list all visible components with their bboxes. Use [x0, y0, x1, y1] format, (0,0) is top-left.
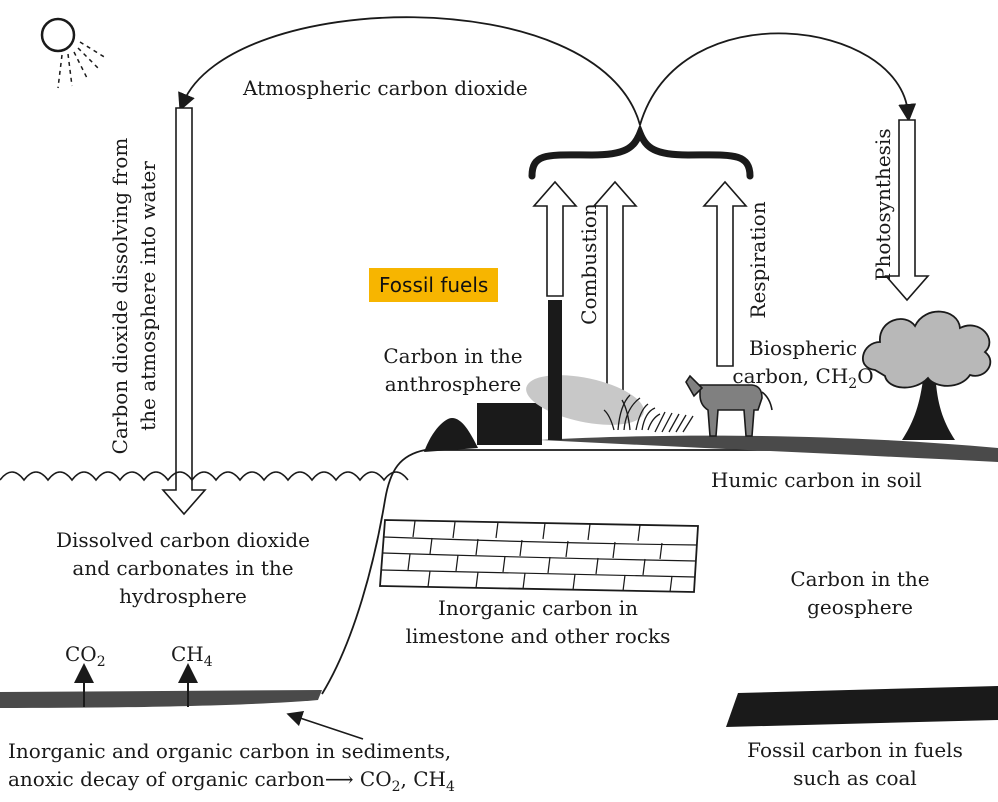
biospheric-formula-prefix: carbon, CH [732, 364, 849, 388]
label-respiration: Respiration [746, 201, 770, 319]
grass-icon [603, 394, 694, 433]
label-photosynthesis: Photosynthesis [871, 128, 895, 281]
label-humic: Humic carbon in soil [711, 468, 922, 492]
sediments-co2: CO [353, 767, 392, 791]
label-sediments: Inorganic and organic carbon in sediment… [8, 737, 455, 795]
limestone-rock [379, 519, 699, 593]
arrow-photosynthesis [884, 119, 930, 302]
sediments-ch4: , CH [400, 767, 446, 791]
coal-deposit [726, 686, 998, 727]
biospheric-formula-suffix: O [857, 364, 874, 388]
ch4-base: CH [171, 642, 204, 666]
label-dissolving: Carbon dioxide dissolving from the atmos… [108, 137, 160, 455]
label-hydrosphere: Dissolved carbon dioxide and carbonates … [55, 528, 310, 608]
sediment-pointer [286, 710, 364, 740]
factory-icon [477, 403, 542, 445]
label-atmosphere: Atmospheric carbon dioxide [243, 76, 528, 100]
sun-icon [40, 17, 107, 89]
label-sediments-line2: anoxic decay of organic carbon⟶ CO2, CH4 [8, 765, 455, 795]
tree-icon [862, 310, 992, 440]
label-fossil-fuels: Fossil fuels [369, 268, 499, 302]
label-geosphere: Carbon in the geosphere [790, 567, 930, 619]
arrow-atmosphere-to-water [178, 16, 641, 126]
sediments-co2-sub: 2 [391, 779, 401, 795]
arrow-respiration [702, 180, 748, 367]
label-anthrosphere: Carbon in the anthrosphere [383, 344, 523, 396]
smokestack-icon [548, 300, 562, 440]
biospheric-formula-sub: 2 [848, 376, 858, 392]
label-fossil-carbon: Fossil carbon in fuels such as coal [747, 738, 963, 790]
co2-base: CO [65, 642, 97, 666]
label-biospheric-line2: carbon, CH2O [728, 362, 878, 392]
ch4-sub: 4 [203, 654, 213, 670]
sediments-arrow: ⟶ [324, 767, 354, 791]
arrow-atmosphere-to-tree [639, 32, 917, 126]
co2-sub: 2 [96, 654, 106, 670]
mound [424, 418, 478, 452]
label-combustion: Combustion [577, 203, 601, 325]
sediment-layer [0, 690, 322, 708]
label-co2: CO2 [65, 640, 106, 670]
sediments-prefix: anoxic decay of organic carbon [8, 767, 325, 791]
arrow-combustion-vegetation [592, 180, 638, 391]
label-limestone: Inorganic carbon in limestone and other … [405, 596, 671, 648]
soil-layer [540, 435, 998, 462]
land-outline [321, 449, 998, 695]
sediments-ch4-sub: 4 [446, 779, 455, 795]
label-sediments-line1: Inorganic and organic carbon in sediment… [8, 739, 452, 763]
label-biospheric: Biospheric carbon, CH2O [728, 334, 878, 392]
label-ch4: CH4 [171, 640, 213, 670]
water-surface [0, 471, 409, 482]
brace [528, 123, 754, 180]
label-biospheric-line1: Biospheric [748, 336, 858, 360]
cow-icon [685, 374, 773, 437]
arrow-combustion-stack [532, 180, 578, 297]
arrow-dissolving [161, 107, 207, 516]
